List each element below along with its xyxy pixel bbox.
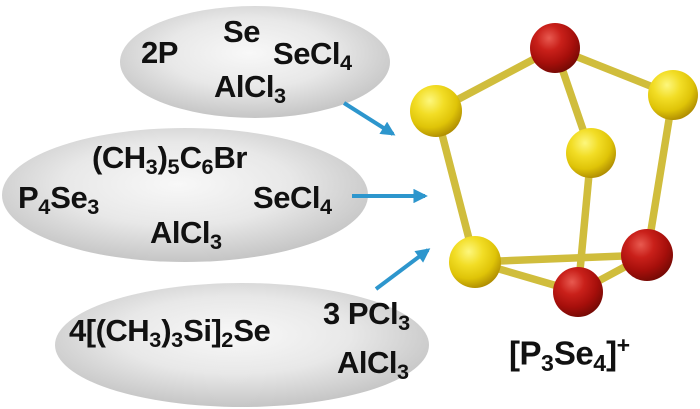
- reaction-bubble-3: [55, 283, 429, 407]
- reagent-formula: P4Se3: [18, 180, 100, 220]
- reaction-arrows: [342, 101, 431, 291]
- bond-se2-p3: [643, 91, 677, 259]
- se-atom: [566, 128, 616, 178]
- reagent-formula: 2P: [141, 35, 178, 70]
- reagent-formula: AlCl3: [337, 345, 410, 385]
- product-formula-label: [P3Se4]+: [509, 332, 631, 376]
- molecule-atoms: [410, 23, 698, 317]
- p-atom: [530, 23, 580, 73]
- se-atom: [648, 70, 698, 120]
- reagent-formula: SeCl4: [253, 180, 333, 220]
- reagent-formula: AlCl3: [214, 69, 287, 109]
- reagent-formula: 4[(CH3)3Si]2Se: [69, 313, 271, 353]
- reagent-formula: (CH3)5C6Br: [92, 140, 247, 180]
- p-atom: [553, 267, 603, 317]
- arrow-route-1-icon: [342, 101, 396, 136]
- reagent-formula: AlCl3: [150, 215, 223, 255]
- bond-se4-p3: [471, 251, 651, 266]
- reagent-formula: SeCl4: [273, 36, 353, 76]
- reagent-formula: 3 PCl3: [323, 296, 411, 336]
- arrow-route-3-icon: [374, 248, 431, 291]
- se-atom: [449, 236, 501, 288]
- se-atom: [410, 85, 462, 137]
- reagent-formula: Se: [223, 14, 260, 49]
- reaction-bubble-1: [120, 6, 390, 118]
- reaction-bubble-2: [2, 128, 368, 262]
- p-atom: [621, 229, 673, 281]
